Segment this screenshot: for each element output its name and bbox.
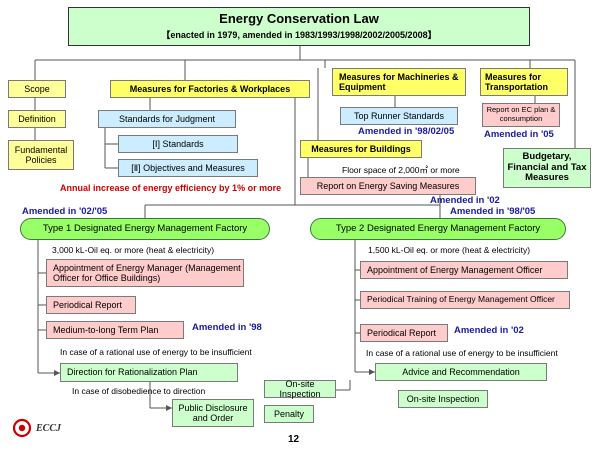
machineries-header: Measures for Machineries & Equipment — [332, 68, 466, 96]
law-title-box: Energy Conservation Law 【enacted in 1979… — [68, 7, 530, 46]
standards-for-judgment: Standards for Judgment — [98, 110, 236, 128]
type1-threshold: 3,000 kL-Oil eq. or more (heat & electri… — [52, 245, 215, 255]
factories-header: Measures for Factories & Workplaces — [110, 80, 310, 98]
type2-irrational-note: In case of a rational use of energy to b… — [366, 348, 558, 358]
type2-onsite-inspection: On-site Inspection — [398, 390, 488, 408]
public-disclosure-order: Public Disclosure and Order — [172, 399, 254, 427]
medium-long-term-plan: Medium-to-long Term Plan — [46, 321, 184, 339]
rationalization-plan-direction: Direction for Rationalization Plan — [60, 363, 238, 382]
standards-item: [Ⅰ] Standards — [118, 135, 238, 153]
eccj-logo-text: ECCJ — [36, 422, 62, 434]
objectives-item: [Ⅱ] Objectives and Measures — [118, 159, 258, 177]
type1-onsite-inspection: On-site Inspection — [264, 379, 336, 399]
law-subtitle: 【enacted in 1979, amended in 1983/1993/1… — [161, 30, 437, 41]
type2-header: Type 2 Designated Energy Management Fact… — [310, 218, 566, 240]
plan-amended: Amended in '98 — [192, 322, 262, 333]
transportation-amended: Amended in '05 — [484, 129, 554, 140]
budgetary-box: Budgetary, Financial and Tax Measures — [503, 148, 591, 188]
buildings-amended: Amended in '02 — [430, 195, 500, 206]
floor-space-note: Floor space of 2,000㎡ or more — [342, 165, 460, 175]
disobedience-note: In case of disobedience to direction — [72, 386, 206, 396]
advice-recommendation: Advice and Recommendation — [375, 363, 547, 381]
type1-header: Type 1 Designated Energy Management Fact… — [20, 218, 270, 240]
periodical-training: Periodical Training of Energy Management… — [360, 291, 570, 309]
machineries-amended: Amended in '98/02/05 — [358, 126, 455, 137]
type2-periodical-report: Periodical Report — [360, 324, 448, 342]
annual-increase-note: Annual increase of energy efficiency by … — [60, 183, 282, 193]
ec-plan-report: Report on EC plan & consumption — [482, 103, 560, 127]
transportation-header: Measures for Transportation — [480, 68, 568, 96]
energy-saving-report: Report on Energy Saving Measures — [300, 177, 476, 195]
type1-amended: Amended in '02/'05 — [22, 206, 108, 217]
type1-irrational-note: In case of a rational use of energy to b… — [60, 347, 252, 357]
penalty-box: Penalty — [264, 405, 314, 423]
type2-threshold: 1,500 kL-Oil eq. or more (heat & electri… — [368, 245, 531, 255]
eccj-logo-icon — [12, 418, 32, 438]
eccj-logo: ECCJ — [12, 418, 61, 438]
top-runner-standards: Top Runner Standards — [340, 107, 458, 125]
definition-box: Definition — [8, 110, 66, 128]
scope-box: Scope — [8, 80, 66, 98]
buildings-header: Measures for Buildings — [300, 140, 422, 158]
type2-amended: Amended in '98/'05 — [450, 206, 536, 217]
type1-periodical-report: Periodical Report — [46, 296, 136, 314]
fundamental-policies-box: Fundamental Policies — [8, 140, 74, 170]
law-title: Energy Conservation Law — [219, 11, 379, 27]
type2-report-amended: Amended in '02 — [454, 325, 524, 336]
page-number: 12 — [288, 434, 300, 445]
energy-manager-appointment: Appointment of Energy Manager (Managemen… — [46, 259, 244, 287]
energy-management-officer-appointment: Appointment of Energy Management Officer — [360, 261, 568, 279]
